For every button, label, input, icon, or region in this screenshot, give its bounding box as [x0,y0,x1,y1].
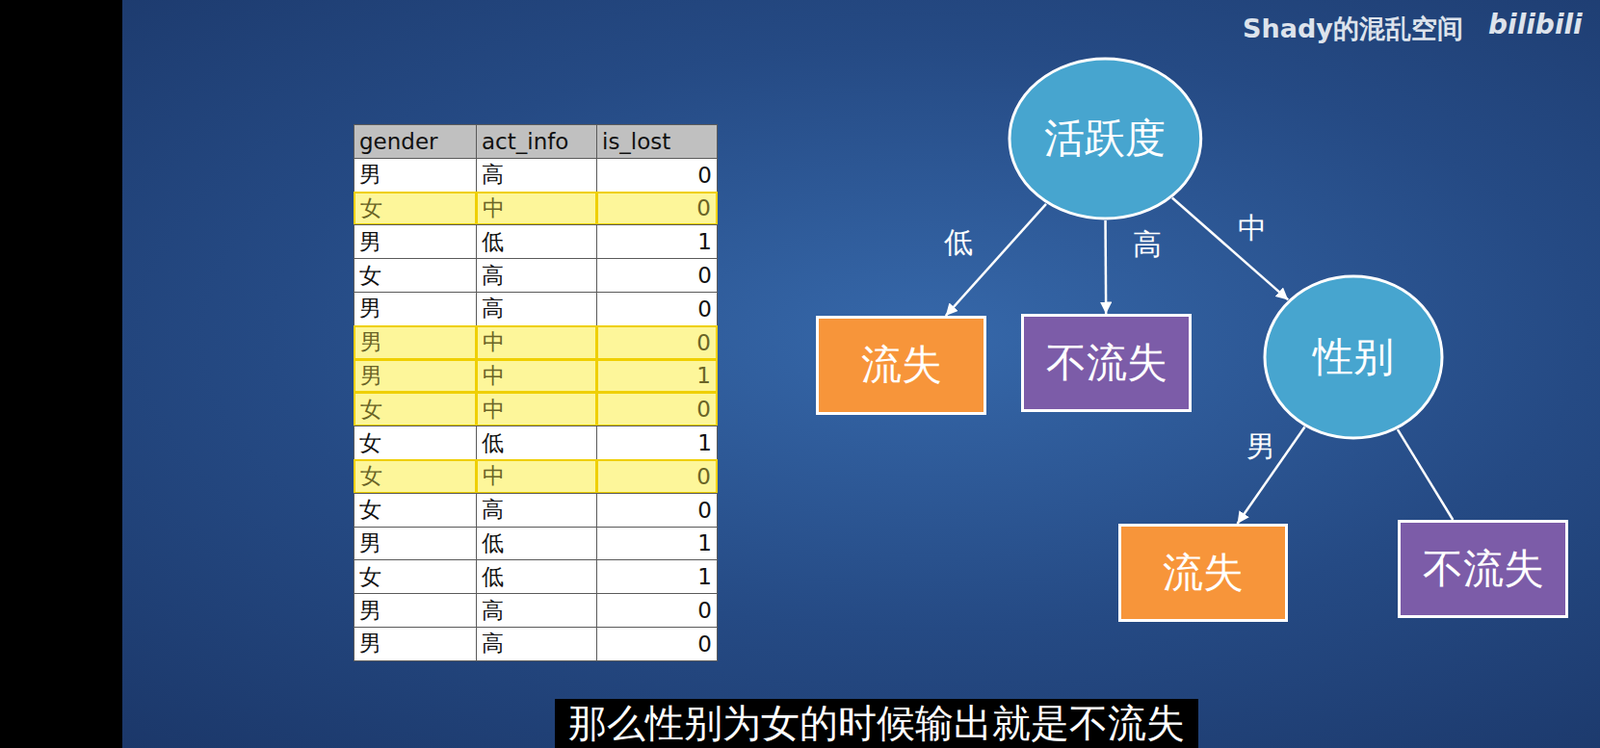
branch-label: 高 [1132,225,1162,265]
table-cell: 中 [475,325,598,361]
subtitle: 那么性别为女的时候输出就是不流失 [554,699,1199,748]
table-cell: 高 [475,291,598,327]
table-cell: 1 [596,359,718,394]
branch-label: 低 [944,223,973,263]
text-group: 不流失 [1046,340,1168,387]
table-header: gender [353,124,477,159]
table-cell: 中 [475,191,598,227]
table-cell: 高 [475,627,598,662]
circle-shape [1009,58,1202,219]
text-group: 不流失 [1422,546,1545,593]
table-cell: 低 [475,425,598,461]
leaf-box: 不流失 [1397,520,1569,619]
table-cell: 女 [353,392,477,427]
black-border [0,0,123,748]
table-cell: 0 [596,157,718,193]
node-label: 流失 [1162,550,1244,597]
leaf-box: 流失 [1118,524,1288,623]
table-cell: 0 [596,459,718,495]
table-cell: 女 [353,559,477,595]
table-header: is_lost [596,124,718,159]
table-cell: 高 [475,258,598,293]
watermark: Shady的混乱空间 [1242,11,1464,47]
circle-shape [1264,276,1443,439]
table-cell: 男 [353,291,477,327]
branch-label: 男 [1246,427,1276,468]
tree-branch [1172,198,1288,301]
table-cell: 低 [475,559,598,595]
table-cell: 中 [475,359,598,394]
table-cell: 男 [353,359,477,394]
split-circle: 活跃度 [1007,56,1204,221]
table-cell: 0 [596,392,718,427]
table-cell: 0 [596,325,718,361]
table-cell: 女 [353,258,477,293]
table-cell: 0 [596,493,718,528]
table-cell: 男 [353,627,477,662]
text-group: 性别 [1312,334,1394,381]
node-label: 不流失 [1422,546,1545,593]
node-label: 活跃度 [1044,115,1166,162]
table-cell: 女 [353,425,477,461]
tree-branch [945,204,1047,316]
logo-watermark: bilibili [1488,8,1583,41]
table-cell: 0 [596,593,718,629]
table-cell: 1 [596,224,718,260]
table-cell: 低 [475,526,598,562]
table-cell: 男 [353,526,477,562]
table-cell: 1 [596,526,718,562]
table-cell: 高 [475,593,598,629]
text-group: 流失 [1162,550,1244,597]
table-cell: 女 [353,191,477,227]
table-cell: 男 [353,325,477,361]
leaf-box: 不流失 [1021,314,1192,413]
tree-branch [1397,429,1453,521]
table-cell: 女 [353,459,477,495]
table-cell: 0 [596,627,718,662]
table-cell: 女 [353,493,477,528]
table-cell: 1 [596,559,718,595]
table-cell: 0 [596,291,718,327]
leaf-box: 流失 [815,315,987,416]
table-cell: 高 [475,157,598,193]
table-header: act_info [475,124,598,159]
table-cell: 中 [475,392,598,427]
table-cell: 低 [475,224,598,260]
table-cell: 1 [596,425,718,461]
table-cell: 男 [353,224,477,260]
table-cell: 高 [475,493,598,528]
table-cell: 男 [353,593,477,629]
tree-branch [1103,220,1107,315]
text-group: 流失 [861,341,943,389]
table-cell: 0 [596,258,718,293]
text-group: 活跃度 [1044,115,1166,162]
tree-branch [1237,427,1306,525]
table-cell: 男 [353,157,477,193]
branch-label: 中 [1237,209,1267,249]
node-label: 流失 [861,341,943,389]
table-cell: 0 [596,191,718,227]
node-label: 不流失 [1046,340,1168,387]
split-circle: 性别 [1262,274,1444,441]
node-label: 性别 [1312,334,1394,381]
table-cell: 中 [475,459,598,495]
